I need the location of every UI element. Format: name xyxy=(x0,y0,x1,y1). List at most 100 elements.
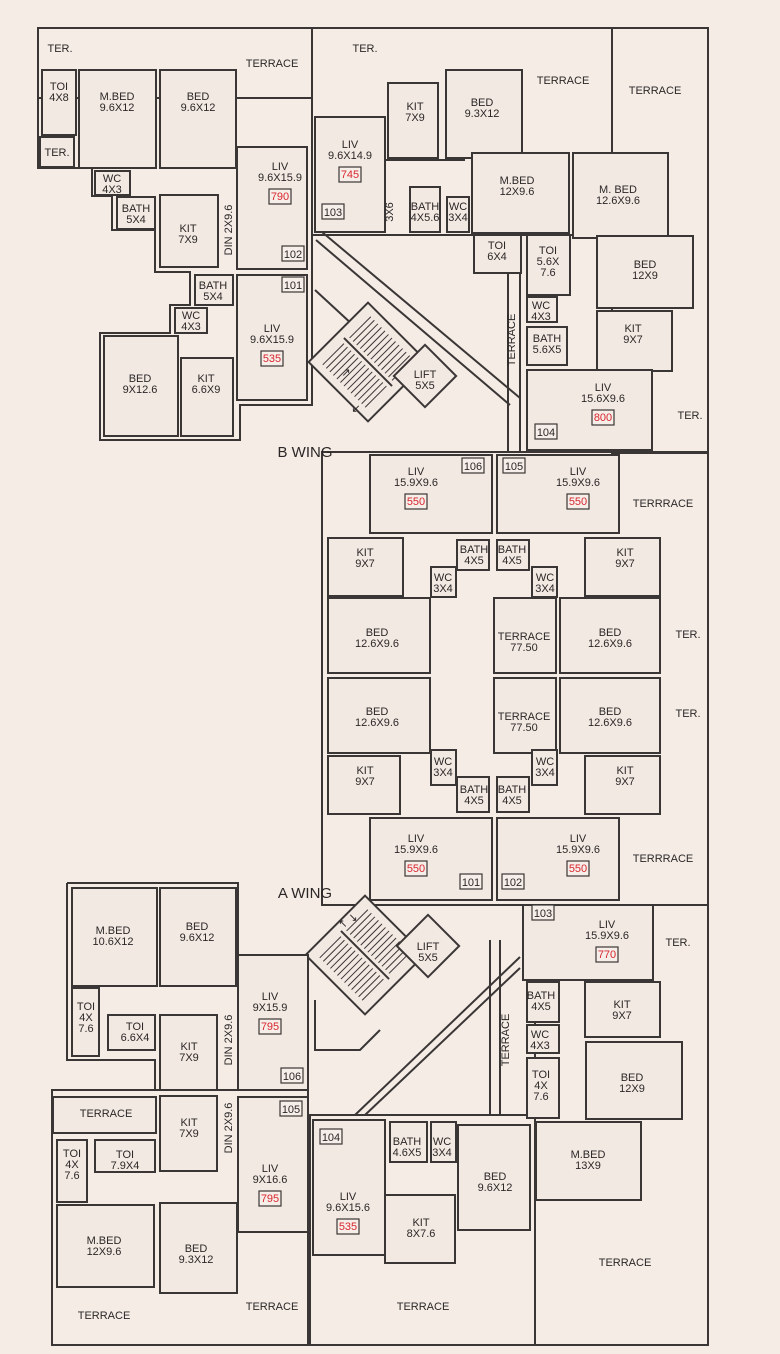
unit-number-105: 105 xyxy=(279,1100,303,1117)
unit-number-101: 101 xyxy=(459,873,483,890)
carpet-area: 550 xyxy=(569,496,587,508)
room-dimensions: 9.6X12 xyxy=(180,932,215,944)
area-label: TERRACE xyxy=(246,1301,299,1313)
unit-box xyxy=(459,873,483,890)
room-outline xyxy=(526,234,571,296)
room-outline xyxy=(159,194,219,268)
room-outline xyxy=(585,1041,683,1120)
room-name: M. BED xyxy=(599,184,637,196)
room-outline xyxy=(531,749,558,786)
room-dimensions: 9X7 xyxy=(615,558,635,570)
room-outline xyxy=(496,539,530,571)
room-outline xyxy=(387,82,439,159)
room-outline xyxy=(526,1057,560,1119)
room-dimensions: 13X9 xyxy=(575,1160,601,1172)
room-name: KIT xyxy=(180,1041,197,1053)
room-outline xyxy=(327,755,401,815)
room-dimensions: 9.6X15.9 xyxy=(250,334,294,346)
room-outline xyxy=(327,677,431,754)
room-dimensions: 12.6X9.6 xyxy=(355,717,399,729)
room-dimensions-line2: 7.6 xyxy=(540,267,555,279)
room-dimensions: 6.6X9 xyxy=(192,384,221,396)
room-outline xyxy=(116,196,156,230)
room-dimensions: 9X7 xyxy=(615,776,635,788)
room-terrace-56: TERRACE xyxy=(80,1108,133,1120)
room-dimensions-line2: 7.6 xyxy=(533,1091,548,1103)
room-dimensions: 5.6X5 xyxy=(533,344,562,356)
carpet-area: 795 xyxy=(261,1021,279,1033)
room-name: BATH xyxy=(460,544,489,556)
room-outline xyxy=(496,776,530,813)
room-dimensions: 9X15.9 xyxy=(253,1002,288,1014)
room-dimensions: 9X7 xyxy=(355,776,375,788)
carpet-area: 550 xyxy=(407,496,425,508)
room-name: LIV xyxy=(262,1163,279,1175)
room-dimensions: 12X9 xyxy=(632,270,658,282)
room-name: WC xyxy=(434,572,452,584)
room-outline xyxy=(531,566,558,598)
unit-box xyxy=(281,276,305,293)
room-outline xyxy=(493,597,557,674)
room-dimensions: 4X3 xyxy=(531,311,551,323)
room-dimensions: 9.6X14.9 xyxy=(328,150,372,162)
wall xyxy=(314,1000,381,1051)
room-outline xyxy=(389,1121,428,1163)
room-outline xyxy=(384,1194,456,1264)
room-dimensions: 77.50 xyxy=(510,722,538,734)
room-name: TOI xyxy=(77,1001,95,1013)
unit-number: 102 xyxy=(284,249,302,261)
unit-box xyxy=(279,1100,303,1117)
room-dimensions: 5X5 xyxy=(418,952,438,964)
area-label: 3X6 xyxy=(384,202,396,222)
room-outline xyxy=(596,235,694,309)
lift-shaft xyxy=(392,343,458,409)
area-label: DIN 2X9.6 xyxy=(223,1103,235,1154)
wall xyxy=(315,239,511,406)
room-dimensions: 12X9.6 xyxy=(87,1246,122,1258)
room-dimensions: 3X4 xyxy=(535,767,555,779)
room-outline xyxy=(596,310,673,372)
room-dimensions: 9.6X12 xyxy=(181,102,216,114)
area-box xyxy=(595,946,619,963)
staircase: ↖↘ xyxy=(304,894,461,1016)
unit-box xyxy=(281,245,305,262)
area-label: TER. xyxy=(677,410,702,422)
room-dimensions: 15.9X9.6 xyxy=(585,930,629,942)
room-outline xyxy=(159,69,237,169)
unit-number-103: 103 xyxy=(531,904,555,921)
room-name: BATH xyxy=(393,1136,422,1148)
room-name: LIV xyxy=(408,466,425,478)
carpet-area: 745 xyxy=(341,169,359,181)
room-dimensions: 4X5 xyxy=(531,1001,551,1013)
room-outline xyxy=(103,335,179,437)
unit-number-104: 104 xyxy=(534,423,558,440)
room-name: LIFT xyxy=(414,369,437,381)
unit-number: 101 xyxy=(462,877,480,889)
rooms: TOI4X8TER.M.BED9.6X12BED9.6X12WC4X3BATH5… xyxy=(44,81,657,1266)
area-label: TERRACE xyxy=(500,1014,512,1067)
room-name: KIT xyxy=(356,547,373,559)
room-outline xyxy=(430,1121,457,1163)
room-outlines xyxy=(39,69,694,1294)
unit-box xyxy=(319,1128,343,1145)
unit-box xyxy=(280,1067,304,1084)
